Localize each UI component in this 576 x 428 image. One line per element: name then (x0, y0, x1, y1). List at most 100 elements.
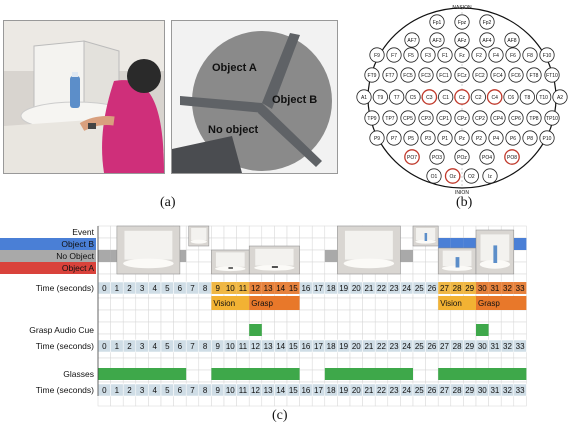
electrode-label: FC5 (403, 73, 413, 79)
phase-time-cell (438, 282, 451, 294)
inion-label: INION (455, 190, 469, 196)
electrode-fp2 (479, 14, 495, 30)
glasses-block (211, 368, 300, 380)
electrode-po8 (504, 149, 520, 165)
time-tick-label: 30 (478, 284, 487, 293)
time-tick-label: 25 (415, 386, 424, 395)
electrode-cp4 (490, 110, 506, 126)
time-tick-label: 26 (427, 284, 436, 293)
time-row-label: Time (seconds) (36, 385, 94, 395)
condition-cell (438, 238, 451, 250)
glasses-block (438, 368, 527, 380)
phase-label: Grasp (251, 299, 273, 308)
electrode-label: AF8 (507, 38, 516, 44)
phase-time-cell (261, 282, 275, 294)
electrode-p10 (539, 130, 555, 146)
object_a-row-label: Object A (62, 263, 94, 273)
time-tick-label: 6 (178, 342, 183, 351)
time-tick-label: 4 (152, 342, 157, 351)
electrode-t7 (389, 89, 405, 105)
electrode-p5 (403, 130, 419, 146)
time-tick-label: 6 (178, 386, 183, 395)
electrode-label: C2 (475, 95, 482, 101)
electrode-afz (454, 32, 470, 48)
grasp_cue-row-label: Grasp Audio Cue (29, 325, 94, 335)
time-tick-label: 8 (203, 386, 208, 395)
electrode-label: F4 (493, 53, 499, 59)
electrode-ft7 (382, 67, 398, 83)
phase-band-grasp (476, 296, 527, 310)
time-tick-label: 11 (239, 342, 248, 351)
electrode-f10 (539, 47, 555, 63)
phase-time-cell (236, 282, 250, 294)
condition-cell (400, 250, 413, 262)
electrode-cp5 (400, 110, 416, 126)
grasp-cue-marker (476, 324, 489, 336)
electrode-label: C3 (426, 95, 433, 101)
electrode-label: Fp2 (483, 20, 492, 26)
electrode-label: O1 (431, 174, 438, 180)
time-tick-label: 10 (226, 284, 235, 293)
electrode-o2 (463, 168, 479, 184)
electrode-label: PO4 (482, 155, 492, 161)
time-tick-label: 24 (402, 386, 411, 395)
electrode-label: T8 (524, 95, 530, 101)
electrode-label: O2 (468, 174, 475, 180)
phase-time-cell (249, 282, 262, 294)
electrode-f3 (420, 47, 436, 63)
time-tick-label: 6 (178, 284, 183, 293)
electrode-label: POz (457, 155, 467, 161)
electrode-fpz (454, 14, 470, 30)
time-tick-label: 24 (402, 284, 411, 293)
object-b-label: Object B (272, 94, 317, 106)
time-tick-label: 33 (516, 386, 525, 395)
phase-time-cell (501, 282, 514, 294)
electrode-tp8 (526, 110, 542, 126)
electrode-fcz (454, 67, 470, 83)
electrode-label: AF3 (432, 38, 441, 44)
phase-time-cell (211, 282, 224, 294)
time-tick-label: 16 (301, 284, 310, 293)
electrode-label: F9 (374, 53, 380, 59)
time-tick-label: 19 (339, 284, 348, 293)
electrode-t10 (536, 89, 552, 105)
electrode-cpz (454, 110, 470, 126)
electrode-label: FT9 (368, 73, 377, 79)
electrode-label: P8 (527, 136, 533, 142)
electrode-label: FT10 (546, 73, 558, 79)
lab-setup-photo (3, 20, 165, 174)
phase-label: Grasp (478, 299, 500, 308)
electrode-label: CP5 (403, 116, 413, 122)
object_b-row-label: Object B (61, 239, 94, 249)
electrode-tp9 (364, 110, 380, 126)
electrode-p8 (522, 130, 538, 146)
time-row-label: Time (seconds) (36, 283, 94, 293)
time-tick-label: 32 (503, 342, 512, 351)
electrode-label: Iz (488, 174, 492, 180)
time-tick-label: 21 (364, 386, 373, 395)
no_object-row-label: No Object (56, 251, 94, 261)
time-tick-label: 9 (215, 284, 220, 293)
electrode-label: TP7 (385, 116, 394, 122)
electrode-f1 (437, 47, 453, 63)
electrode-label: C4 (491, 95, 498, 101)
time-tick-label: 15 (289, 386, 298, 395)
electrode-af3 (429, 32, 445, 48)
electrode-label: FCz (457, 73, 467, 79)
electrode-t9 (372, 89, 388, 105)
time-tick-label: 1 (115, 342, 120, 351)
time-tick-label: 12 (251, 386, 260, 395)
phase-band-vision (211, 296, 250, 310)
electrode-poz (454, 149, 470, 165)
electrode-p6 (505, 130, 521, 146)
time-tick-label: 18 (327, 284, 336, 293)
electrode-label: CP2 (475, 116, 485, 122)
time-tick-label: 29 (465, 342, 474, 351)
phase-time-cell (274, 282, 287, 294)
electrode-fc4 (490, 67, 506, 83)
electrode-label: FC3 (421, 73, 431, 79)
time-tick-label: 13 (264, 342, 273, 351)
time-tick-label: 11 (239, 386, 248, 395)
electrode-f5 (403, 47, 419, 63)
